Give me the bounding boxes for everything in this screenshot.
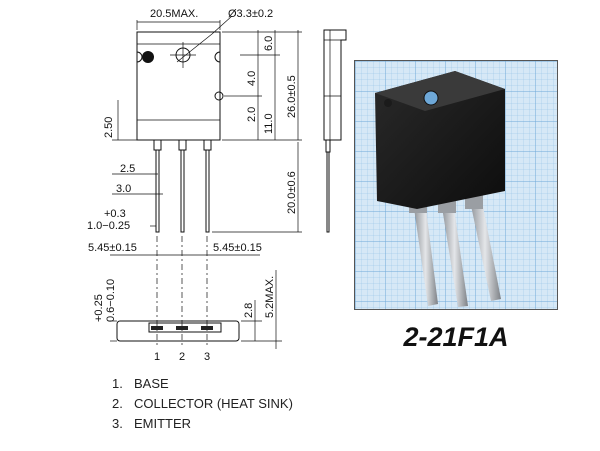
dim-lead-thick-tol: +0.25 <box>93 294 105 322</box>
photo-package-body <box>375 71 505 209</box>
dim-thickness-max: 5.2MAX. <box>264 276 276 318</box>
dim-lead-width: 1.0−0.25 <box>87 220 130 232</box>
front-leads <box>153 139 212 233</box>
component-photo <box>354 60 558 310</box>
dim-hole-diameter: Ø3.3±0.2 <box>228 8 273 20</box>
dim-lead-thick: 0.6−0.10 <box>105 279 117 322</box>
bottom-view <box>116 320 240 342</box>
dim-2-50: 2.50 <box>103 117 115 138</box>
dim-pitch-left: 5.45±0.15 <box>88 242 137 254</box>
pin-legend-item: 2.COLLECTOR (HEAT SINK) <box>112 396 293 411</box>
dim-pitch-right: 5.45±0.15 <box>213 242 262 254</box>
pin-number-1: 1 <box>154 351 160 363</box>
dim-2-8: 2.8 <box>243 303 255 318</box>
dim-width-max: 20.5MAX. <box>150 8 198 20</box>
dim-3-0: 3.0 <box>116 183 131 195</box>
dim-lead-length: 20.0±0.6 <box>286 171 298 214</box>
dim-2-0: 2.0 <box>246 107 258 122</box>
pin-number-2: 2 <box>179 351 185 363</box>
model-label: 2-21F1A <box>403 322 509 352</box>
package-body-outline <box>136 31 221 141</box>
pin-legend-item: 3.EMITTER <box>112 416 192 431</box>
dim-body-height: 26.0±0.5 <box>286 75 298 118</box>
pin-number-3: 3 <box>204 351 210 363</box>
side-view <box>323 29 347 233</box>
dim-11-0: 11.0 <box>263 113 275 134</box>
dim-hole-center: 4.0 <box>246 71 258 86</box>
pin-legend-item: 1.BASE <box>112 376 169 391</box>
pin-legend: 1.BASE 2.COLLECTOR (HEAT SINK) 3.EMITTER <box>112 374 293 434</box>
front-view <box>136 31 240 348</box>
dim-lead-width-tol: +0.3 <box>104 208 126 220</box>
dim-hole-top: 6.0 <box>263 36 275 51</box>
dim-2-5: 2.5 <box>120 163 135 175</box>
